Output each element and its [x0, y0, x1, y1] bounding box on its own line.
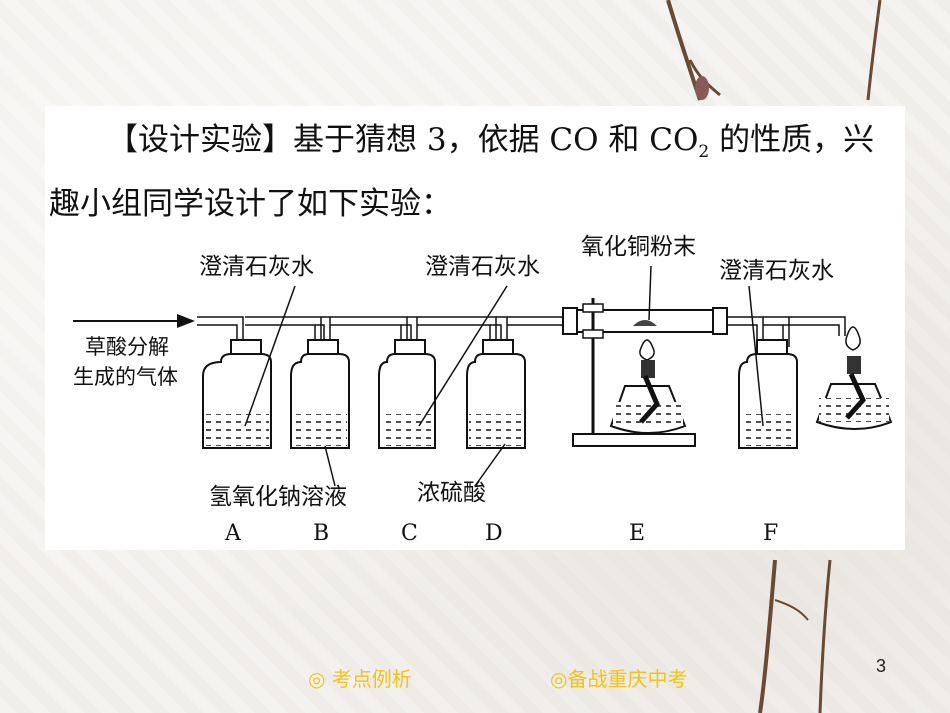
- station-label-b: B: [313, 521, 329, 546]
- label-limewater-2: 澄清石灰水: [425, 254, 540, 280]
- label-limewater-3: 澄清石灰水: [719, 258, 834, 284]
- bottle-d: [466, 339, 526, 449]
- apparatus-diagram: 草酸分解 生成的气体: [73, 234, 893, 546]
- gas-source-line1: 草酸分解: [85, 335, 169, 359]
- content-card: 【设计实验】基于猜想 3，依据 CO 和 CO2 的性质，兴趣小组同学设计了如下…: [45, 106, 905, 550]
- bottle-a: [202, 339, 272, 449]
- paragraph-text-2: 的性质，兴趣小组同学设计了如下实验：: [49, 122, 875, 222]
- station-label-c: C: [401, 521, 418, 546]
- bottle-c: [378, 339, 436, 449]
- bracket-open: 【: [107, 122, 138, 158]
- paragraph-text-1: 基于猜想 3，依据 CO 和 CO: [293, 122, 699, 158]
- label-limewater-1: 澄清石灰水: [199, 254, 314, 280]
- station-label-d: D: [485, 521, 503, 546]
- page-number: 3: [876, 656, 887, 676]
- station-label-f: F: [763, 521, 778, 546]
- gas-inlet-arrow: [73, 314, 195, 328]
- label-naoh-solution: 氢氧化钠溶液: [209, 484, 347, 510]
- label-leader-lines: [244, 265, 764, 487]
- nav-link-exam-points[interactable]: ◎ 考点例析: [308, 667, 412, 691]
- bottle-f: [738, 339, 798, 449]
- nav-link-chongqing-exam[interactable]: ◎备战重庆中考: [550, 667, 688, 691]
- bracket-close: 】: [262, 122, 293, 158]
- bottle-b: [290, 339, 350, 449]
- station-label-a: A: [224, 521, 242, 546]
- label-conc-h2so4: 浓硫酸: [417, 480, 486, 506]
- station-f-burner: [815, 326, 893, 430]
- problem-paragraph: 【设计实验】基于猜想 3，依据 CO 和 CO2 的性质，兴趣小组同学设计了如下…: [49, 108, 901, 236]
- co2-subscript: 2: [698, 142, 710, 163]
- section-heading: 设计实验: [138, 122, 262, 158]
- station-e-apparatus: [562, 298, 728, 447]
- station-label-e: E: [629, 521, 645, 546]
- label-copper-oxide: 氧化铜粉末: [581, 234, 696, 260]
- gas-source-line2: 生成的气体: [73, 365, 178, 389]
